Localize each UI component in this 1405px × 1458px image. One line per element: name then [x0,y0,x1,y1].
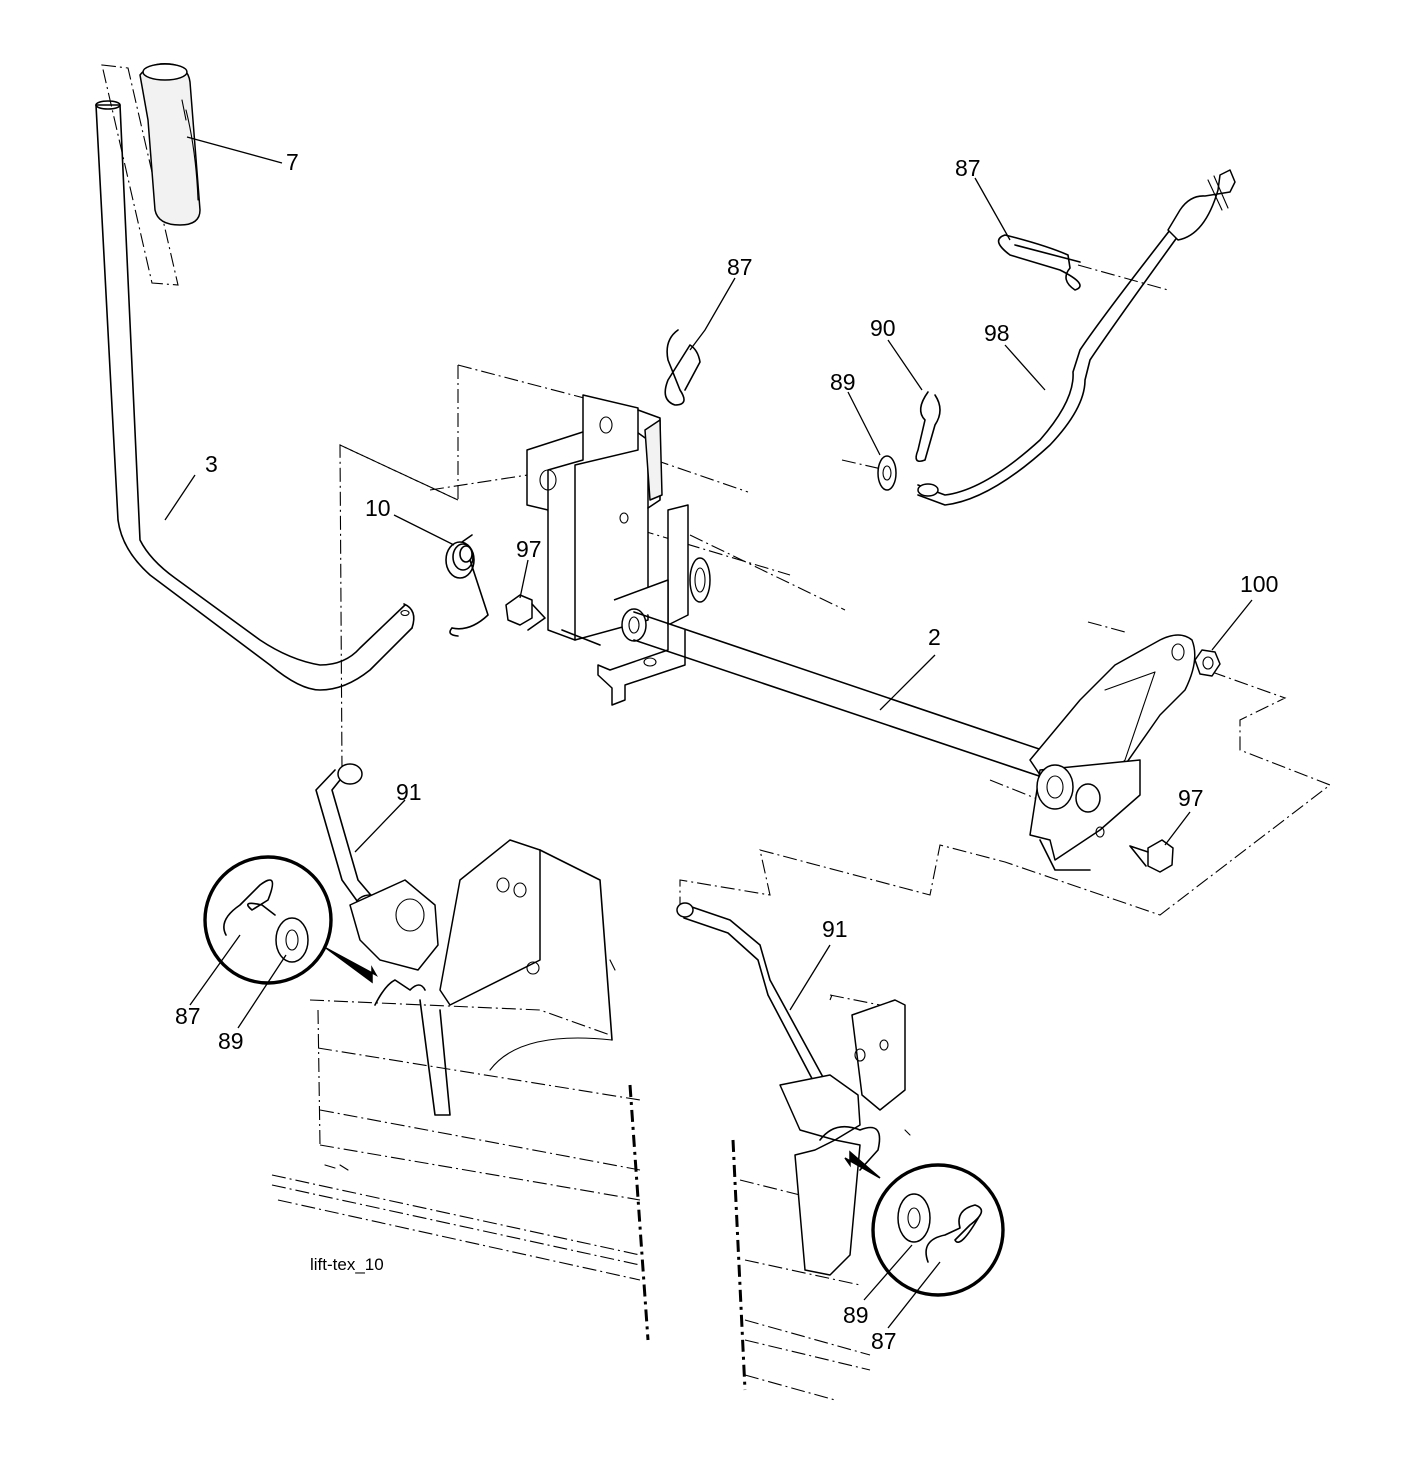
callout-100: 100 [1240,571,1278,597]
callouts: 7 3 87 87 90 98 89 10 97 100 2 97 91 91 … [175,149,1278,1354]
callout-7: 7 [286,149,299,175]
callout-87-detail-left: 87 [175,1003,201,1029]
lift-lever [95,100,415,691]
callout-91-left: 91 [396,779,422,805]
torsion-spring [445,534,489,637]
hairpin-clips-upper [664,234,1081,406]
lift-link [877,169,1236,506]
detail-circle-left [203,855,378,985]
lift-link-right [676,902,906,1276]
callout-90: 90 [870,315,896,341]
handle-grip [139,62,201,226]
upper-bracket [526,394,663,646]
callout-91-right: 91 [822,916,848,942]
small-details [324,959,911,1171]
alignment-lines [101,64,1332,1401]
diagram-caption: lift-tex_10 [310,1255,384,1274]
callout-87-detail-right: 87 [871,1328,897,1354]
callout-2: 2 [928,624,941,650]
leader-lines [164,136,1253,1329]
detail-circle-right [844,1150,1005,1297]
callout-97-right: 97 [1178,785,1204,811]
callout-89-top: 89 [830,369,856,395]
callout-87-right: 87 [955,155,981,181]
callout-89-detail-left: 89 [218,1028,244,1054]
lift-shaft [633,611,1061,780]
left-deck-bracket [349,839,613,1116]
lower-bracket [597,504,711,706]
callout-10: 10 [365,495,391,521]
callout-89-detail-right: 89 [843,1302,869,1328]
callout-97-left: 97 [516,536,542,562]
callout-98: 98 [984,320,1010,346]
fasteners [505,594,1221,873]
right-lift-arm [1029,634,1196,871]
callout-3: 3 [205,451,218,477]
callout-87-top: 87 [727,254,753,280]
